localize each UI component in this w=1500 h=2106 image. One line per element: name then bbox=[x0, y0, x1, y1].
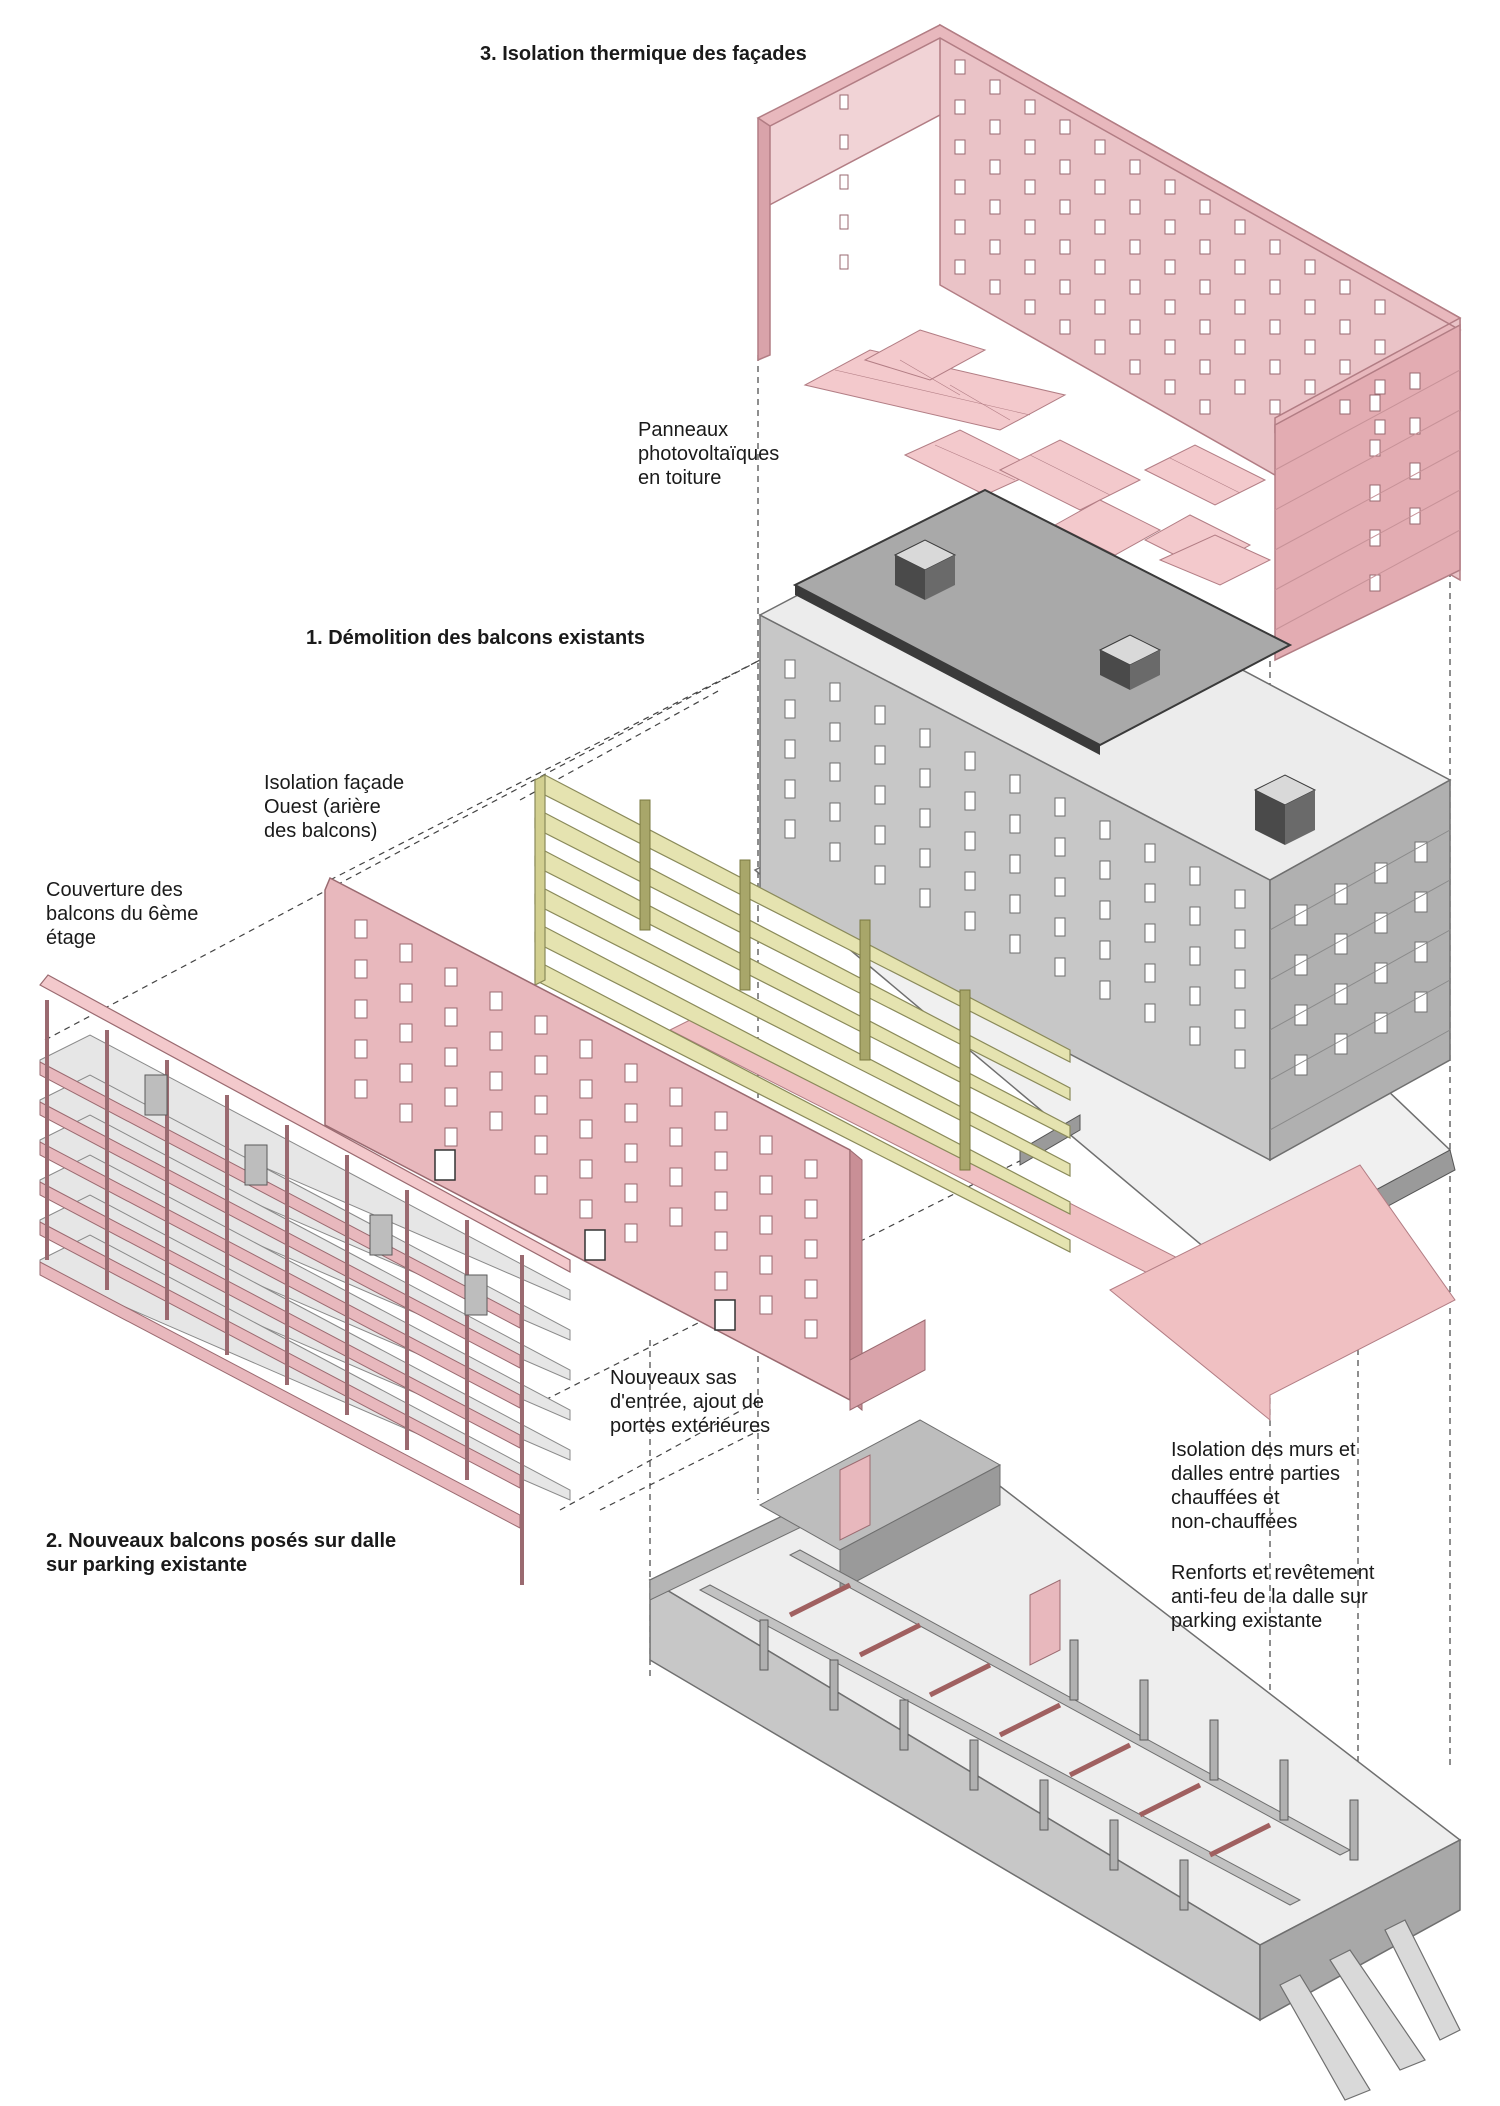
label-balcony-cover: Couverture des balcons du 6ème étage bbox=[46, 879, 199, 949]
parking-structure bbox=[648, 1419, 1462, 2101]
balcony-posts bbox=[45, 1000, 524, 1585]
pink-wall bbox=[839, 1454, 871, 1541]
label-wall-slab-insulation: Isolation des murs et dalles entre parti… bbox=[1171, 1439, 1356, 1533]
projection-lines bbox=[44, 355, 1451, 1820]
balcony-roof-cover bbox=[39, 974, 571, 1274]
building-floor-lines bbox=[1269, 829, 1451, 1131]
label-entry-airlocks: Nouveaux sas d'entrée, ajout de portes e… bbox=[610, 1367, 771, 1437]
shell-window-grid bbox=[839, 59, 1421, 592]
fire-reinforcements bbox=[788, 1582, 1272, 1858]
west-facade-panel bbox=[324, 876, 926, 1412]
label-fire-reinforcement: Renforts et revêtement anti-feu de la da… bbox=[1171, 1562, 1375, 1632]
facade-insulation-shell bbox=[756, 23, 1462, 662]
parking-end-wall bbox=[1259, 1838, 1461, 2022]
heading-step3: 3. Isolation thermique des façades bbox=[480, 43, 807, 65]
removed-balcony-posts bbox=[639, 799, 971, 1171]
heading-step1: 1. Démolition des balcons existants bbox=[306, 627, 645, 649]
existing-building bbox=[753, 488, 1456, 1296]
entry-doors bbox=[434, 1149, 736, 1331]
new-balconies bbox=[39, 974, 571, 1585]
removed-balconies bbox=[534, 774, 1071, 1253]
shell-right-wall bbox=[1274, 323, 1461, 662]
shell-floor-lines bbox=[1274, 369, 1461, 631]
pink-wall bbox=[1029, 1579, 1061, 1666]
label-west-facade: Isolation façade Ouest (arière des balco… bbox=[264, 772, 405, 842]
west-facade-windows bbox=[354, 919, 818, 1339]
building-windows bbox=[784, 659, 1428, 1076]
pv-panel-grid bbox=[834, 359, 1241, 496]
heading-step2: 2. Nouveaux balcons posés sur dalle sur … bbox=[46, 1530, 397, 1576]
shell-left-wall bbox=[757, 110, 771, 362]
parking-ramps bbox=[1279, 1919, 1461, 2101]
label-pv-panels: Panneaux photovoltaïques en toiture bbox=[638, 419, 780, 489]
